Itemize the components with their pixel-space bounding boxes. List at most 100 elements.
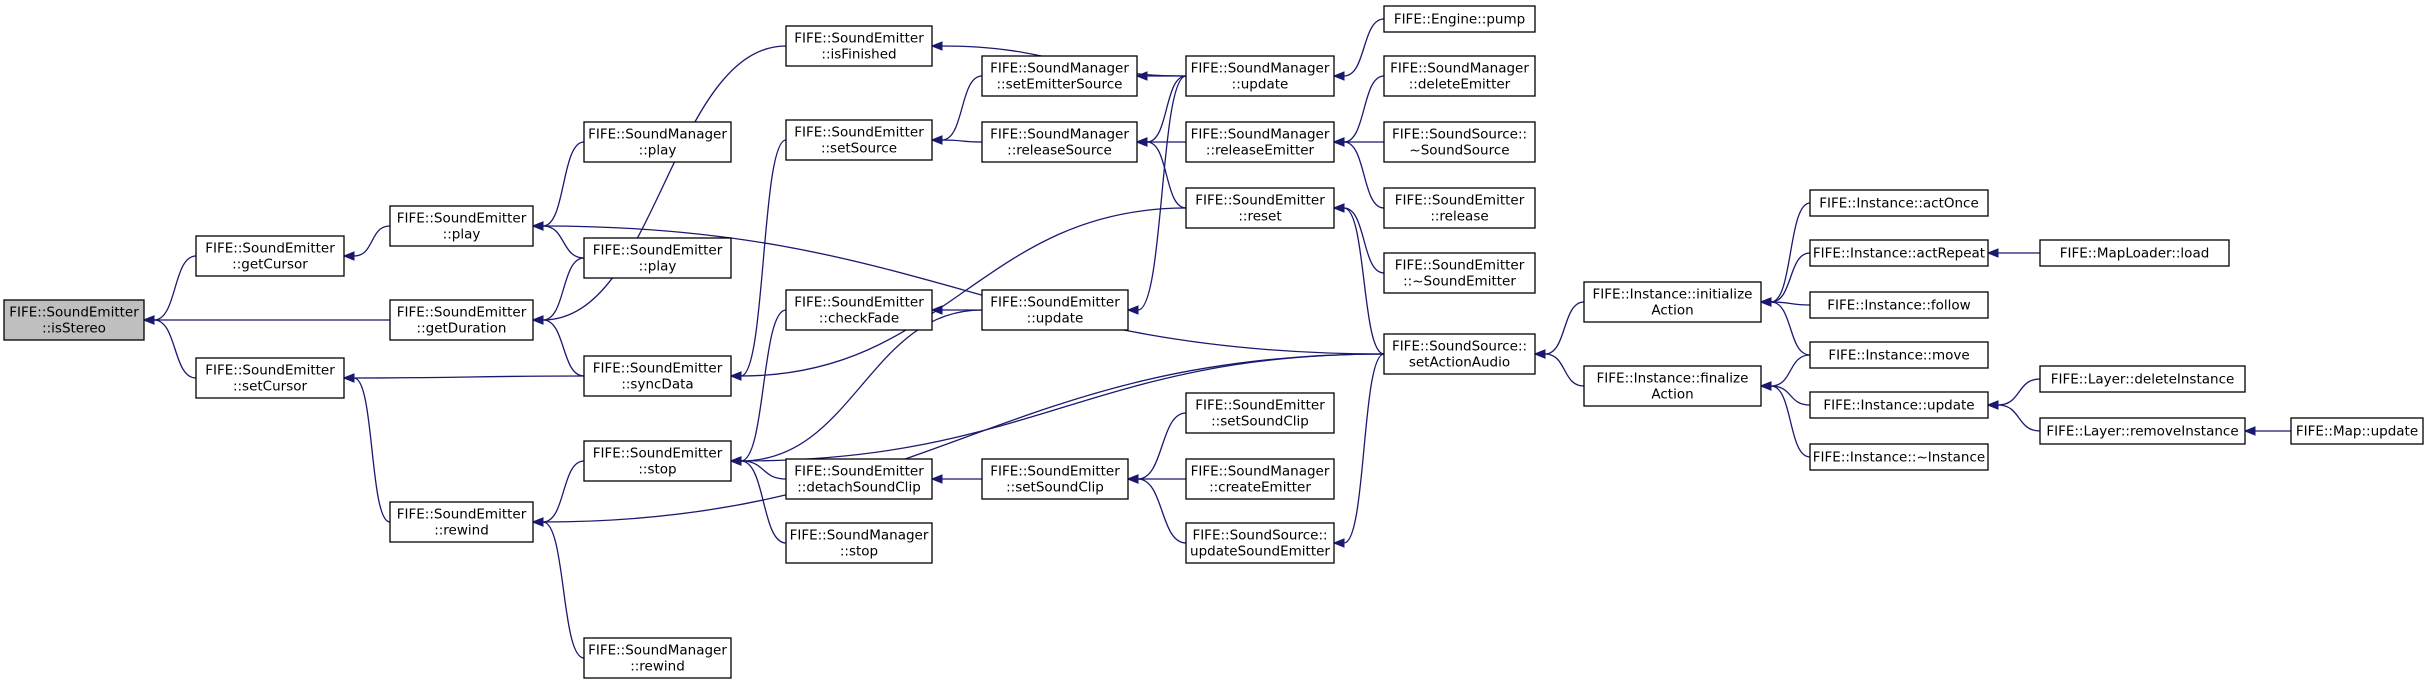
node-actOnce[interactable]: FIFE::Instance::actOnce	[1809, 189, 1989, 217]
edge-arrowhead	[2243, 426, 2256, 436]
node-getCursor[interactable]: FIFE::SoundEmitter::getCursor	[195, 235, 345, 277]
node-setActionAudio[interactable]: FIFE::SoundSource::setActionAudio	[1383, 333, 1536, 375]
node-box	[981, 458, 1129, 500]
node-syncData[interactable]: FIFE::SoundEmitter::syncData	[583, 355, 732, 397]
edge-line	[1343, 207, 1385, 355]
node-label: FIFE::SoundEmitter	[593, 361, 723, 377]
node-deleteInstance[interactable]: FIFE::Layer::deleteInstance	[2039, 365, 2246, 393]
edge-setActionAudio-to-rewind	[531, 353, 1385, 527]
edge-arrowhead	[930, 305, 943, 315]
edge-smPlay-to-play	[531, 141, 585, 231]
node-seUpdate[interactable]: FIFE::SoundEmitter::update	[981, 289, 1129, 331]
node-rewind[interactable]: FIFE::SoundEmitter::rewind	[389, 501, 534, 543]
node-label: ::deleteEmitter	[1409, 77, 1511, 93]
node-seRelease[interactable]: FIFE::SoundEmitter::release	[1383, 187, 1536, 229]
node-smUpdate[interactable]: FIFE::SoundManager::update	[1185, 55, 1335, 97]
node-detachSoundClip[interactable]: FIFE::SoundEmitter::detachSoundClip	[785, 458, 933, 500]
node-instUpdate[interactable]: FIFE::Instance::update	[1809, 391, 1989, 419]
node-checkFade[interactable]: FIFE::SoundEmitter::checkFade	[785, 289, 933, 331]
node-box	[785, 289, 933, 331]
edge-arrowhead	[531, 221, 544, 231]
node-isFinished[interactable]: FIFE::SoundEmitter::isFinished	[785, 25, 933, 67]
node-label: ::setCursor	[233, 379, 308, 395]
node-mapLoaderLoad[interactable]: FIFE::MapLoader::load	[2039, 239, 2230, 267]
node-box	[1809, 189, 1989, 217]
node-label: ::play	[639, 143, 677, 159]
node-removeInstance[interactable]: FIFE::Layer::removeInstance	[2039, 417, 2246, 445]
node-label: ::releaseEmitter	[1206, 143, 1315, 159]
edge-move-to-initializeAction	[1759, 297, 1811, 356]
edge-line	[542, 45, 787, 321]
node-smRewind[interactable]: FIFE::SoundManager::rewind	[583, 637, 732, 679]
node-box	[1185, 458, 1335, 500]
node-box	[1185, 392, 1335, 434]
node-label: ::setSoundClip	[1006, 480, 1104, 496]
node-createEmitter[interactable]: FIFE::SoundManager::createEmitter	[1185, 458, 1335, 500]
node-label: FIFE::SoundManager	[1191, 61, 1330, 77]
node-label: ::checkFade	[819, 311, 899, 327]
edge-arrowhead	[531, 517, 544, 527]
edge-smUpdate-to-releaseSource	[1135, 75, 1187, 147]
node-setSoundClip[interactable]: FIFE::SoundEmitter::setSoundClip	[981, 458, 1129, 500]
edge-line	[1137, 75, 1187, 311]
node-setEmitterSource[interactable]: FIFE::SoundManager::setEmitterSource	[981, 55, 1138, 97]
node-deleteEmitter[interactable]: FIFE::SoundManager::deleteEmitter	[1383, 55, 1536, 97]
node-stop[interactable]: FIFE::SoundEmitter::stop	[583, 440, 732, 482]
edge-line	[1343, 141, 1385, 209]
edge-line	[542, 225, 1385, 355]
edge-getCursor-to-isStereo	[142, 255, 197, 325]
edge-line	[941, 139, 983, 143]
node-enginePump[interactable]: FIFE::Engine::pump	[1383, 5, 1536, 33]
node-box	[2290, 417, 2424, 445]
node-label: FIFE::SoundEmitter	[794, 125, 924, 141]
node-smStop[interactable]: FIFE::SoundManager::stop	[785, 522, 933, 564]
node-mapUpdate[interactable]: FIFE::Map::update	[2290, 417, 2424, 445]
node-instDtor[interactable]: FIFE::Instance::~Instance	[1809, 443, 1989, 471]
edge-line	[740, 353, 1385, 462]
node-releaseEmitter[interactable]: FIFE::SoundManager::releaseEmitter	[1185, 121, 1335, 163]
edge-arrowhead	[142, 315, 155, 325]
edge-arrowhead	[1332, 538, 1345, 548]
node-getDuration[interactable]: FIFE::SoundEmitter::getDuration	[389, 299, 534, 341]
edge-setEmitterSource-to-setSource	[930, 75, 983, 145]
edge-line	[740, 309, 983, 462]
node-follow[interactable]: FIFE::Instance::follow	[1809, 291, 1989, 319]
edge-line	[1146, 75, 1187, 143]
node-isStereo[interactable]: FIFE::SoundEmitter::isStereo	[3, 299, 145, 341]
edge-line	[542, 319, 585, 377]
node-label: ::createEmitter	[1209, 480, 1311, 496]
node-box	[583, 637, 732, 679]
node-box	[1383, 55, 1536, 97]
node-smPlay[interactable]: FIFE::SoundManager::play	[583, 121, 732, 163]
node-move[interactable]: FIFE::Instance::move	[1809, 341, 1989, 369]
node-sePlay2[interactable]: FIFE::SoundEmitter::play	[583, 237, 732, 279]
node-box	[981, 55, 1138, 97]
node-setSoundClipOuter[interactable]: FIFE::SoundEmitter::setSoundClip	[1185, 392, 1335, 434]
edge-seUpdate-to-checkFade	[930, 305, 982, 315]
node-seDtor[interactable]: FIFE::SoundEmitter::~SoundEmitter	[1383, 252, 1536, 294]
node-reset[interactable]: FIFE::SoundEmitter::reset	[1185, 187, 1335, 229]
node-setCursor[interactable]: FIFE::SoundEmitter::setCursor	[195, 357, 345, 399]
node-play[interactable]: FIFE::SoundEmitter::play	[389, 205, 534, 247]
node-setSource[interactable]: FIFE::SoundEmitter::setSource	[785, 119, 933, 161]
node-label: FIFE::Instance::~Instance	[1813, 450, 1985, 466]
edge-syncData-to-setCursor	[342, 373, 585, 383]
node-label: ::detachSoundClip	[797, 480, 921, 496]
edge-line	[1137, 478, 1187, 544]
edge-seRelease-to-releaseEmitter	[1332, 137, 1385, 209]
edge-arrowhead	[1332, 203, 1345, 213]
edge-line	[1770, 385, 1811, 458]
edge-line	[1544, 353, 1585, 387]
node-label: ::reset	[1238, 209, 1281, 225]
node-releaseSource[interactable]: FIFE::SoundManager::releaseSource	[981, 121, 1138, 163]
node-updateSoundEmitter[interactable]: FIFE::SoundSource::updateSoundEmitter	[1185, 522, 1335, 564]
node-box	[1185, 187, 1335, 229]
node-label: ::update	[1232, 77, 1289, 93]
node-box	[389, 501, 534, 543]
edge-arrowhead	[1986, 400, 1999, 410]
node-actRepeat[interactable]: FIFE::Instance::actRepeat	[1809, 239, 1989, 267]
node-ssDtor[interactable]: FIFE::SoundSource::~SoundSource	[1383, 121, 1536, 163]
node-box	[1185, 55, 1335, 97]
